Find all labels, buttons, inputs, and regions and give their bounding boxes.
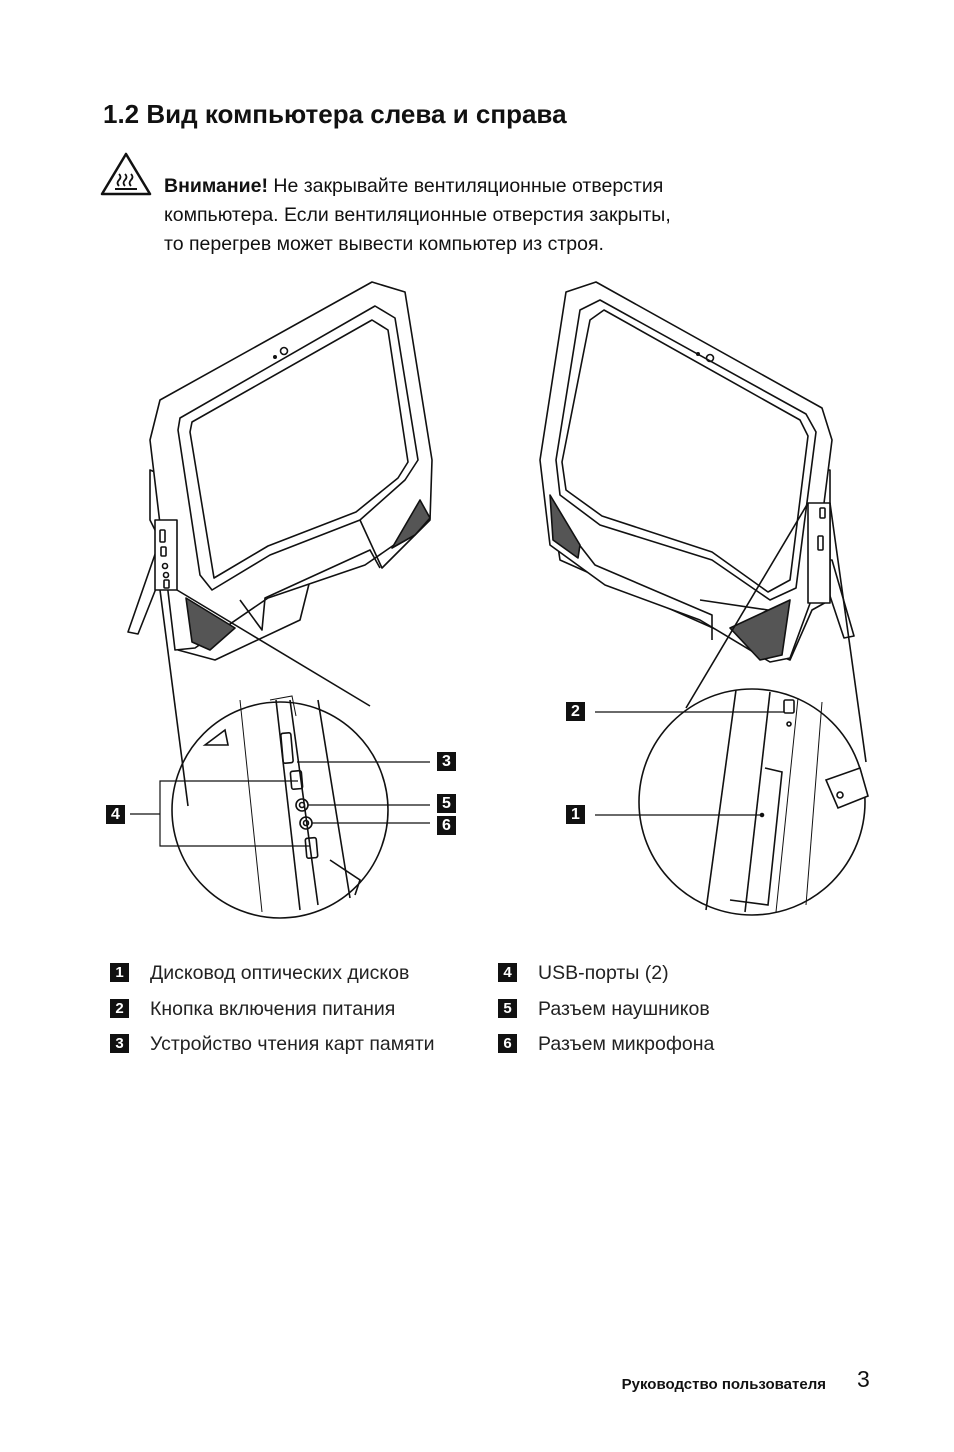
page-number: 3 (857, 1366, 870, 1392)
callout-3: 3 (437, 752, 456, 771)
page-title: 1.2 Вид компьютера слева и справа (103, 99, 567, 129)
legend-number: 3 (110, 1034, 129, 1053)
legend-label: USB-порты (2) (538, 962, 669, 984)
hot-surface-warning-icon (100, 152, 152, 196)
legend-number: 6 (498, 1034, 517, 1053)
callout-5: 5 (437, 794, 456, 813)
right-view-computer (539, 281, 855, 663)
warning-line-1: Внимание! Не закрывайте вентиляционные о… (164, 175, 664, 197)
warning-lead: Внимание! (164, 175, 268, 197)
legend-number: 1 (110, 963, 129, 982)
legend-label: Устройство чтения карт памяти (150, 1033, 435, 1055)
warning-line-3: то перегрев может вывести компьютер из с… (164, 233, 604, 255)
left-zoom-detail (130, 589, 430, 919)
computer-side-views-illustration (127, 281, 869, 919)
callout-2: 2 (566, 702, 585, 721)
legend-number: 5 (498, 999, 517, 1018)
warning-text: Внимание! Не закрывайте вентиляционные о… (164, 172, 804, 259)
footer-label: Руководство пользователя (621, 1376, 826, 1393)
callout-6: 6 (437, 816, 456, 835)
callout-4: 4 (106, 805, 125, 824)
warning-line-2: компьютера. Если вентиляционные отверсти… (164, 204, 671, 226)
left-view-computer (127, 281, 433, 661)
legend-label: Кнопка включения питания (150, 998, 396, 1020)
legend-number: 2 (110, 999, 129, 1018)
legend-number: 4 (498, 963, 517, 982)
callout-1: 1 (566, 805, 585, 824)
right-zoom-detail (595, 502, 869, 916)
legend-label: Дисковод оптических дисков (150, 962, 410, 984)
legend-label: Разъем микрофона (538, 1033, 715, 1055)
legend-label: Разъем наушников (538, 998, 710, 1020)
